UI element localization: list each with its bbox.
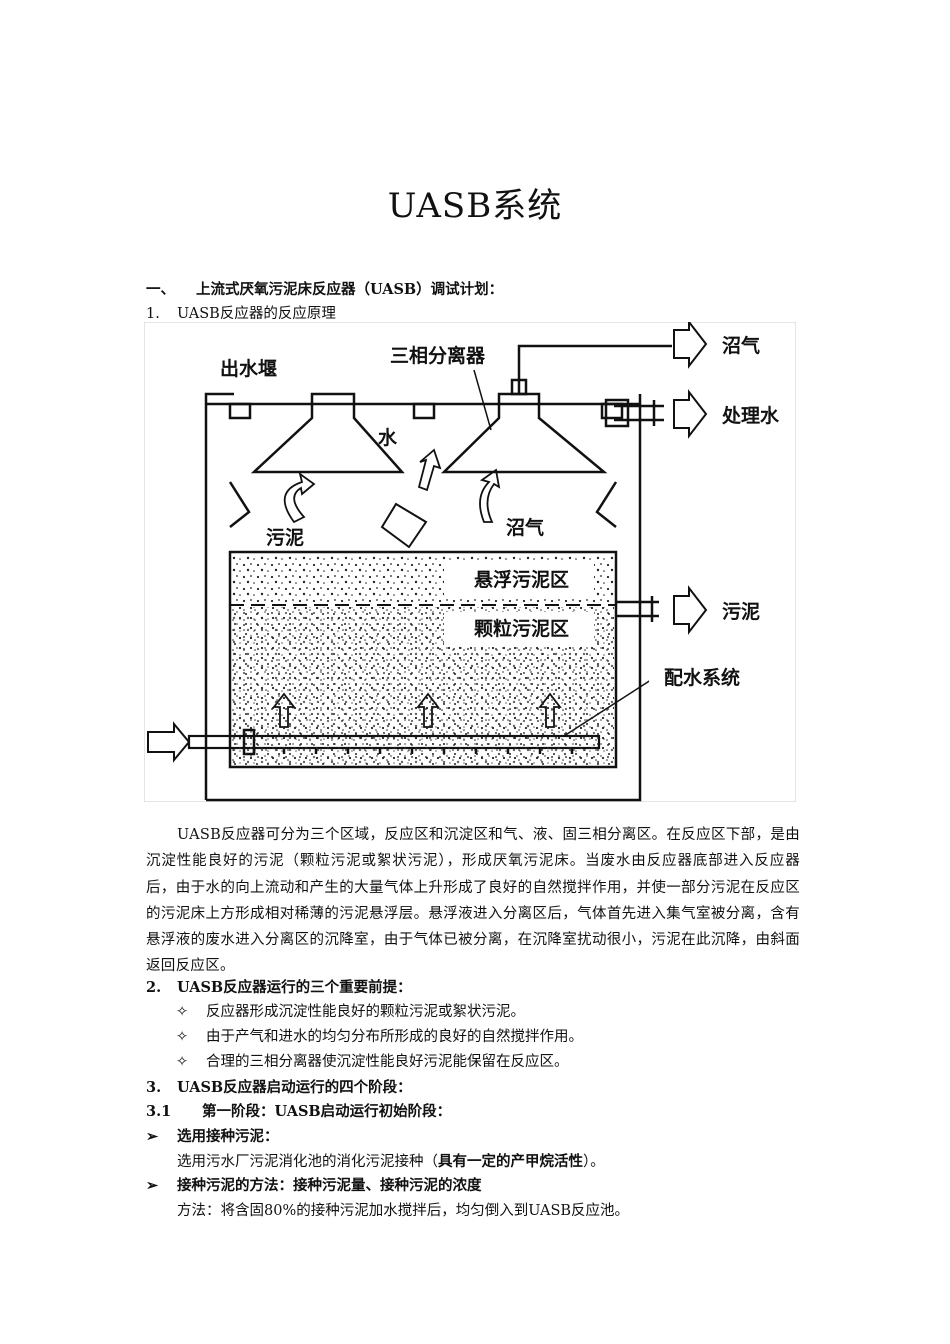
heading-1: 一、 上流式厌氧污泥床反应器（UASB）调试计划：: [146, 278, 503, 299]
section-1-text: UASB反应器的反应原理: [177, 306, 336, 322]
list-item: ✧ 由于产气和进水的均匀分布所形成的良好的自然搅拌作用。: [176, 1025, 583, 1046]
distribution-label: 配水系统: [664, 666, 740, 689]
heading-1-number: 一、: [146, 281, 175, 298]
section-1-heading: 1. UASB反应器的反应原理: [146, 302, 336, 323]
item-2-body: 方法：将含固80%的接种污泥加水搅拌后，均匀倒入到UASB反应池。: [177, 1203, 630, 1219]
list-item-text: 合理的三相分离器使沉淀性能良好污泥能保留在反应区。: [206, 1054, 569, 1070]
list-item: ✧ 合理的三相分离器使沉淀性能良好污泥能保留在反应区。: [176, 1050, 569, 1071]
water-label: 水: [378, 427, 398, 449]
item-1-body-post: ）。: [583, 1154, 605, 1170]
section-2-heading: 2. UASB反应器运行的三个重要前提：: [146, 976, 412, 997]
section-2-number: 2.: [146, 979, 162, 996]
item-1-body-bold: 具有一定的产甲烷活性: [438, 1153, 583, 1170]
item-1-title: ➢ 选用接种污泥：: [146, 1125, 279, 1146]
section-2-text: UASB反应器运行的三个重要前提：: [177, 979, 412, 996]
sludge-label-left: 污泥: [266, 527, 304, 549]
weir-label: 出水堰: [220, 357, 277, 380]
list-item: ✧ 反应器形成沉淀性能良好的颗粒污泥或絮状污泥。: [176, 1000, 525, 1021]
item-2-title-text: 接种污泥的方法：接种污泥量、接种污泥的浓度: [177, 1177, 482, 1194]
section-3-1-number: 3.1: [146, 1103, 172, 1120]
biogas-inner-label: 沼气: [506, 516, 544, 539]
section-3-1-heading: 3.1 第一阶段：UASB启动运行初始阶段：: [146, 1100, 451, 1121]
section-3-1-text: 第一阶段：UASB启动运行初始阶段：: [202, 1103, 452, 1120]
uasb-diagram: 出水堰 三相分离器 沼气 水 处理水 污泥 沼气 悬浮污泥区 颗粒污泥区 污泥 …: [144, 322, 796, 802]
granular-zone-label: 颗粒污泥区: [474, 617, 569, 640]
principle-paragraph: UASB反应器可分为三个区域，反应区和沉淀区和气、液、固三相分离区。在反应区下部…: [146, 827, 800, 975]
heading-1-text: 上流式厌氧污泥床反应器（UASB）调试计划：: [196, 281, 504, 298]
page-title: UASB系统: [387, 186, 563, 226]
item-1-body: 选用污水厂污泥消化池的消化污泥接种（具有一定的产甲烷活性）。: [177, 1150, 605, 1171]
separator-label: 三相分离器: [390, 344, 486, 367]
sludge-out-label: 污泥: [722, 601, 760, 623]
item-2-title: ➢ 接种污泥的方法：接种污泥量、接种污泥的浓度: [146, 1174, 482, 1195]
biogas-out-label: 沼气: [722, 334, 760, 357]
arrow-bullet-icon: ➢: [146, 1177, 159, 1194]
treated-water-label: 处理水: [721, 404, 780, 427]
bullet-icon: ✧: [176, 1004, 189, 1020]
list-item-text: 由于产气和进水的均匀分布所形成的良好的自然搅拌作用。: [206, 1029, 583, 1045]
section-3-heading: 3. UASB反应器启动运行的四个阶段：: [146, 1076, 412, 1097]
list-item-text: 反应器形成沉淀性能良好的颗粒污泥或絮状污泥。: [206, 1004, 525, 1020]
item-1-title-text: 选用接种污泥：: [177, 1128, 279, 1145]
arrow-bullet-icon: ➢: [146, 1128, 159, 1145]
suspended-zone-label: 悬浮污泥区: [474, 568, 569, 591]
section-3-number: 3.: [146, 1079, 162, 1096]
bullet-icon: ✧: [176, 1054, 189, 1070]
section-3-text: UASB反应器启动运行的四个阶段：: [177, 1079, 412, 1096]
section-1-number: 1.: [146, 306, 160, 322]
bullet-icon: ✧: [176, 1029, 189, 1045]
item-1-body-pre: 选用污水厂污泥消化池的消化污泥接种（: [177, 1154, 438, 1170]
